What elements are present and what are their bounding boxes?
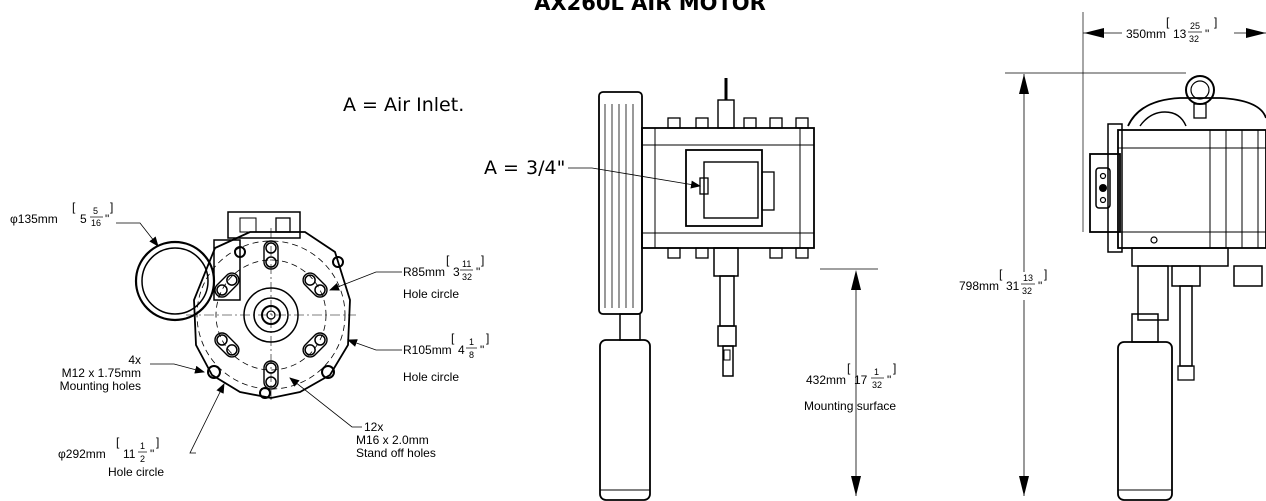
svg-text:432mm: 432mm [806,373,846,387]
svg-text:[: [ [847,361,851,375]
svg-text:25: 25 [1190,21,1200,31]
r85-dim: R85mm [ 3 11 32 " ] Hole circle [403,253,484,301]
motor-base-outline [193,231,351,399]
svg-text:]: ] [893,361,896,375]
svg-text:Stand off holes: Stand off holes [356,446,436,460]
svg-text:Hole circle: Hole circle [403,287,459,301]
svg-text:11: 11 [462,259,471,269]
svg-text:5: 5 [93,206,98,216]
svg-text:4: 4 [458,343,465,357]
svg-text:5: 5 [80,212,87,226]
svg-text:798mm: 798mm [959,279,999,293]
finned-housing [598,91,643,315]
svg-text:]: ] [486,331,489,345]
r105-dim: R105mm [ 4 1 8 " ] Hole circle [403,331,489,384]
svg-text:]: ] [156,435,159,449]
svg-text:": " [1205,27,1209,41]
svg-text:2: 2 [140,454,145,464]
svg-text:[: [ [999,267,1003,281]
svg-text:R105mm: R105mm [403,343,452,357]
svg-text:": " [1038,279,1042,293]
mounting-holes-label: 4x M12 x 1.75mm Mounting holes [60,353,141,393]
svg-text:]: ] [1214,15,1217,29]
svg-text:Hole circle: Hole circle [108,465,164,479]
svg-text:12x: 12x [364,420,383,434]
svg-text:350mm: 350mm [1126,27,1166,41]
svg-text:": " [476,265,480,279]
svg-text:[: [ [451,331,455,345]
svg-text:3/4": 3/4" [526,157,565,179]
front-shaft [1179,285,1193,367]
svg-text:4x: 4x [128,353,141,367]
svg-text:Hole circle: Hole circle [403,370,459,384]
svg-text:3: 3 [453,265,460,279]
svg-text:[: [ [1166,15,1170,29]
lifting-eye [1185,75,1215,105]
svg-text:8: 8 [469,350,474,360]
svg-text:Mounting holes: Mounting holes [60,379,141,393]
drawing-title: AX260L AIR MOTOR [534,0,766,15]
svg-text:16: 16 [91,218,101,228]
svg-text:11: 11 [123,447,136,461]
svg-text:M16 x 2.0mm: M16 x 2.0mm [356,433,429,447]
side-view [598,78,815,501]
svg-text:φ135mm: φ135mm [10,212,58,226]
svg-text:1: 1 [874,367,879,377]
svg-text:": " [480,343,484,357]
motor-body [641,127,815,249]
air-inlet-legend: A = Air Inlet. [343,94,464,116]
svg-text:13: 13 [1173,27,1187,41]
output-hub [243,287,299,343]
front-view [1089,75,1266,501]
svg-text:": " [150,447,154,461]
svg-text:]: ] [110,200,113,214]
svg-text:32: 32 [462,272,472,282]
standoff-holes [214,240,328,390]
bottom-view [134,211,356,402]
svg-text:]: ] [1044,267,1047,281]
svg-text:17: 17 [854,373,868,387]
svg-text:32: 32 [872,380,882,390]
svg-text:R85mm: R85mm [403,265,445,279]
motor-diameter-dim: φ135mm [ 5 5 16 " ] [10,200,113,228]
height-dim: 798mm [ 31 13 32 " ] [956,267,1047,300]
svg-text:13: 13 [1023,273,1033,283]
svg-text:": " [105,212,109,226]
svg-text:φ292mm: φ292mm [58,447,106,461]
width-dim: 350mm [ 13 25 32 " ] [1122,15,1234,46]
port-size-callout: A = 3/4" [484,157,565,179]
svg-text:32: 32 [1022,286,1032,296]
svg-text:[: [ [72,200,76,214]
svg-text:Mounting surface: Mounting surface [804,399,896,413]
output-shaft [719,275,735,327]
svg-text:[: [ [116,435,120,449]
svg-text:1: 1 [140,441,145,451]
bolt-circle-dim: φ292mm [ 11 1 2 " ] Hole circle [58,435,164,479]
port-housing [227,211,301,239]
svg-text:": " [887,373,891,387]
gear-housing [599,339,651,501]
svg-text:A =: A = [484,157,519,179]
svg-text:31: 31 [1006,279,1020,293]
mounting-height-dim: 432mm [ 17 1 32 " ] Mounting surface [804,361,896,413]
svg-text:]: ] [481,253,484,267]
svg-text:M12 x 1.75mm: M12 x 1.75mm [62,366,141,380]
standoff-holes-label: 12x M16 x 2.0mm Stand off holes [356,420,436,460]
svg-text:[: [ [446,253,450,267]
svg-text:1: 1 [469,337,474,347]
svg-text:32: 32 [1189,34,1199,44]
mounting-holes [207,246,344,399]
